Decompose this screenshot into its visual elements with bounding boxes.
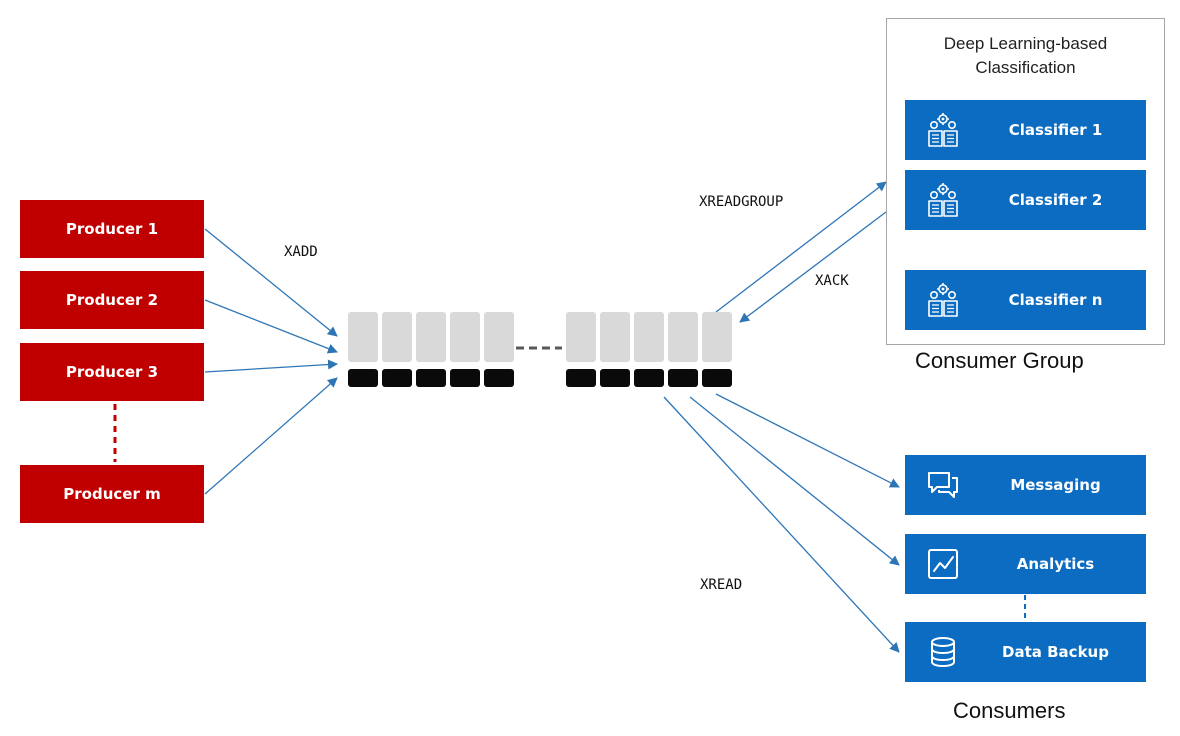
brain-gears-book-icon-shape (928, 283, 958, 317)
producer-3-box: Producer 3 (20, 343, 204, 401)
stream-entry-id (450, 369, 480, 387)
messaging-label: Messaging (1010, 476, 1101, 494)
stream-entry-id (566, 369, 596, 387)
classifier-n-box: Classifier n (905, 270, 1146, 330)
stream-entry-id (702, 369, 732, 387)
brain-gears-book-icon (923, 110, 963, 150)
brain-gears-book-icon-shape (928, 113, 958, 147)
line-chart-icon-shape (928, 549, 958, 579)
xadd-arrow-producer-m (204, 377, 338, 495)
xadd-label: XADD (284, 244, 318, 260)
xack-label: XACK (815, 273, 849, 289)
xreadgroup-label: XREADGROUP (699, 194, 784, 210)
brain-gears-book-icon-shape (928, 183, 958, 217)
classifier-n-label: Classifier n (1008, 291, 1103, 309)
database-icon-shape (931, 637, 955, 668)
analytics-box: Analytics (905, 534, 1146, 594)
stream-entry-body (600, 312, 630, 362)
stream-entry-id (668, 369, 698, 387)
stream-entry-id (600, 369, 630, 387)
classifier-2-label: Classifier 2 (1008, 191, 1103, 209)
classifier-1-label: Classifier 1 (1008, 121, 1103, 139)
stream-entry-body (702, 312, 732, 362)
producer-1-box: Producer 1 (20, 200, 204, 258)
consumer-group-title-line-2: Classification (975, 58, 1076, 77)
classifier-2-box: Classifier 2 (905, 170, 1146, 230)
consumer-group-title-line-1: Deep Learning-based (943, 34, 1108, 53)
consumer-group-caption: Consumer Group (915, 348, 1084, 373)
stream-entry-id (382, 369, 412, 387)
xread-arrow-messaging (715, 393, 900, 488)
messaging-box: Messaging (905, 455, 1146, 515)
stream-entry-id (634, 369, 664, 387)
stream-entry-id (348, 369, 378, 387)
stream-entry-body (634, 312, 664, 362)
data-backup-box: Data Backup (905, 622, 1146, 682)
stream-entry-body (484, 312, 514, 362)
producer-2-box: Producer 2 (20, 271, 204, 329)
stream-entry-body (566, 312, 596, 362)
xack-arrow (739, 211, 887, 323)
stream-entry-body (416, 312, 446, 362)
stream-entry-body (450, 312, 480, 362)
xadd-arrow-producer-2 (204, 299, 338, 354)
producer-m-box: Producer m (20, 465, 204, 523)
stream-entry-id (416, 369, 446, 387)
brain-gears-book-icon (923, 180, 963, 220)
classifier-1-box: Classifier 1 (905, 100, 1146, 160)
consumers-caption: Consumers (953, 698, 1066, 723)
stream-entry-body (348, 312, 378, 362)
xread-label: XREAD (700, 577, 743, 593)
consumer-group-title: Deep Learning-based Classification (886, 32, 1165, 80)
data-backup-label: Data Backup (1002, 643, 1109, 661)
xadd-arrow-producer-1 (204, 228, 338, 337)
analytics-label: Analytics (1016, 555, 1095, 573)
xadd-arrow-producer-3 (204, 359, 338, 373)
xread-arrow-data-backup (663, 396, 900, 653)
stream-entry-id (484, 369, 514, 387)
chat-bubbles-icon (923, 465, 963, 505)
chat-bubbles-icon-shape (928, 472, 958, 498)
stream-entry-body (382, 312, 412, 362)
brain-gears-book-icon (923, 280, 963, 320)
database-icon (923, 632, 963, 672)
stream-entry-body (668, 312, 698, 362)
line-chart-icon (923, 544, 963, 584)
xread-arrow-analytics (689, 396, 900, 566)
xreadgroup-arrow (715, 181, 887, 313)
